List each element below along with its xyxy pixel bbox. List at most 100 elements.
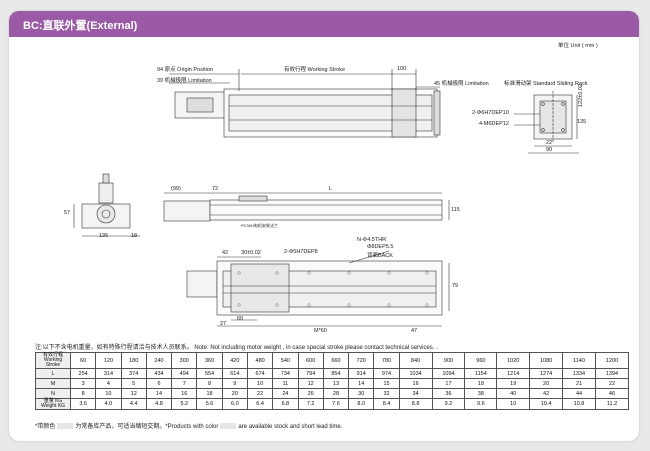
table-cell: 16	[398, 378, 433, 389]
row-header-cn: N	[51, 390, 55, 397]
dim-27: 27	[220, 321, 227, 327]
table-cell: 26	[297, 388, 324, 399]
row-header-en: Working Stroke	[43, 357, 63, 368]
table-cell: 1140	[562, 352, 596, 369]
slider-top	[391, 88, 417, 138]
table-cell: 46	[594, 388, 630, 399]
slider-bottom	[230, 263, 290, 313]
table-cell: 6.4	[246, 398, 274, 410]
origin-label: 94 原点 Origin Position	[157, 67, 213, 73]
table-cell: 1154	[464, 368, 498, 379]
table-cell: 14	[348, 378, 375, 389]
table-cell: 1200	[594, 352, 630, 369]
table-cell: 1094	[431, 368, 466, 379]
hole-bottom-label: N-Φ4.5THR	[357, 237, 387, 243]
table-cell: 780	[373, 352, 400, 369]
table-cell: 5.2	[171, 398, 198, 410]
table-cell: 18	[464, 378, 498, 389]
dim-30: 30±0.02	[241, 250, 261, 256]
table-cell: 9.6	[464, 398, 498, 410]
row-header-en: Weight KG	[40, 403, 66, 409]
table-cell: 374	[120, 368, 147, 379]
table-cell: 914	[348, 368, 375, 379]
dim-60: 60	[237, 316, 244, 322]
table-cell: 1080	[529, 352, 564, 369]
section-header: BC:直联外置(External)	[9, 11, 639, 37]
table-cell: 300	[171, 352, 198, 369]
table-cell: 19	[496, 378, 531, 389]
table-cell: 15	[373, 378, 400, 389]
table-cell: 8.4	[373, 398, 400, 410]
row-header: N	[35, 388, 71, 399]
table-cell: 734	[272, 368, 299, 379]
table-cell: 360	[196, 352, 223, 369]
back-label: 背面BACK	[367, 253, 393, 259]
table-cell: 22	[594, 378, 630, 389]
dim-115: 115	[451, 207, 460, 213]
table-cell: 1214	[496, 368, 531, 379]
table-cell: 60	[69, 352, 97, 369]
dim-90: 90	[546, 147, 553, 153]
dim-72: 72	[212, 186, 219, 192]
dim-47: 47	[411, 328, 418, 334]
table-cell: 554	[196, 368, 223, 379]
row-header: M	[35, 378, 71, 389]
weight-note: 注:以下不含电机重量，如有特殊行程请洽与技术人员联系。 Note: Not in…	[35, 345, 438, 351]
table-cell: 720	[348, 352, 375, 369]
table-cell: 1034	[398, 368, 433, 379]
limit-left-label: 39 机械极限 Limitation	[157, 78, 212, 84]
dim-99: (99)	[171, 186, 181, 192]
table-cell: 44	[562, 388, 596, 399]
table-cell: 6.8	[272, 398, 299, 410]
actuator-side-view	[209, 199, 443, 221]
table-cell: 14	[145, 388, 173, 399]
table-cell: 32	[373, 388, 400, 399]
table-cell: 20	[529, 378, 564, 389]
table-cell: 24	[272, 388, 299, 399]
dim-22: 22	[546, 140, 553, 146]
table-cell: 4.8	[145, 398, 173, 410]
table-cell: 540	[272, 352, 299, 369]
table-cell: 30	[348, 388, 375, 399]
dim-122: 122±0.02	[578, 84, 584, 107]
footnote-b: 为常备库产品，可适当缩短交期。*Products with color	[75, 424, 219, 430]
table-cell: 12	[120, 388, 147, 399]
table-cell: 674	[246, 368, 274, 379]
table-cell: 10	[496, 398, 531, 410]
table-cell: 480	[246, 352, 274, 369]
motor-bottom-view	[186, 270, 218, 298]
table-cell: 11.2	[594, 398, 630, 410]
row-header: L	[35, 368, 71, 379]
color-swatch	[57, 423, 74, 430]
table-cell: 8.0	[348, 398, 375, 410]
table-cell: 4	[95, 378, 122, 389]
footnote-a: *带颜色	[35, 424, 56, 430]
unit-label: 单位 Unit ( mm )	[558, 43, 598, 49]
table-cell: 16	[171, 388, 198, 399]
table-cell: 5.6	[196, 398, 223, 410]
table-cell: 20	[221, 388, 248, 399]
table-cell: 1394	[594, 368, 630, 379]
table-cell: 6	[145, 378, 173, 389]
table-cell: 1020	[496, 352, 531, 369]
rack-label: 标准滑动架 Standard Sliding Rack	[504, 81, 588, 87]
catalog-card: BC:直联外置(External) 单位 Unit ( mm )	[9, 11, 639, 441]
dim-135: 135	[99, 233, 109, 239]
table-cell: 120	[95, 352, 122, 369]
hole-top-label: 2-Φ6H7DEP10	[472, 110, 509, 116]
table-cell: 3.6	[69, 398, 97, 410]
dim-M60: M*60	[314, 328, 327, 334]
table-cell: 42	[529, 388, 564, 399]
table-cell: 8	[196, 378, 223, 389]
table-cell: 12	[297, 378, 324, 389]
table-cell: 254	[69, 368, 97, 379]
table-cell: 10.4	[529, 398, 564, 410]
dim-L: L	[329, 186, 333, 192]
table-cell: 8	[69, 388, 97, 399]
